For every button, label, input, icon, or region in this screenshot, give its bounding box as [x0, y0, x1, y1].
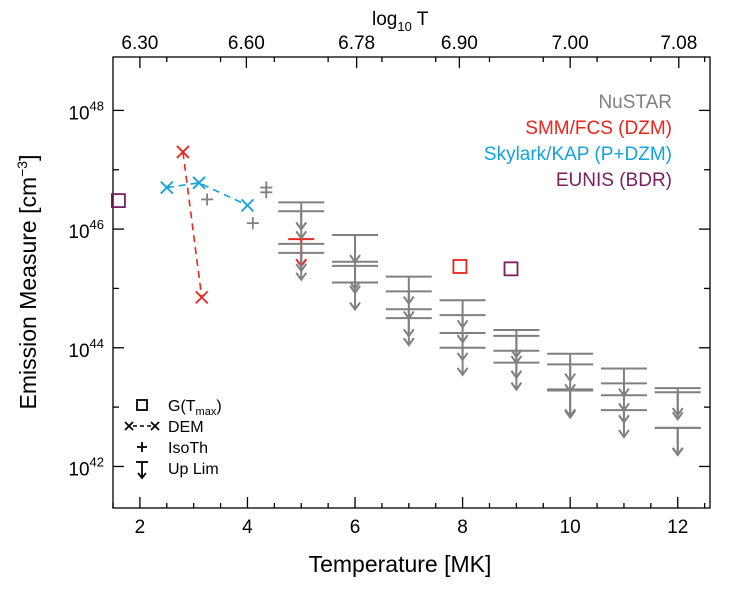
- upper-limit-marker: [439, 346, 486, 377]
- y-tick-label: 1048: [68, 98, 104, 124]
- plot-border: [112, 56, 711, 509]
- legend-plus-marker: [137, 442, 147, 452]
- legend-square-marker: [136, 399, 148, 411]
- top-tick-label: 6.90: [441, 33, 478, 54]
- upper-limit-marker: [332, 234, 379, 264]
- upper-limit-marker: [493, 361, 540, 392]
- y-tick-label: 1046: [68, 217, 104, 243]
- square-marker: [503, 261, 519, 277]
- series-nustar-plus: [201, 181, 273, 230]
- legend-entry-eunis-bdr-: EUNIS (BDR): [556, 170, 672, 191]
- x-tick-label: 10: [560, 517, 581, 538]
- top-axis-title: log10 T: [372, 9, 429, 34]
- x-marker: [240, 198, 255, 212]
- plus-marker: [246, 217, 259, 230]
- x-marker: [176, 145, 190, 159]
- upper-limit-marker: [332, 281, 379, 312]
- x-marker: [192, 176, 206, 190]
- series-smm-fcs-dzm--square: [452, 259, 468, 274]
- axis-tick-labels: 2 4 6 8 10 12 6.30 6.60 6.78 6.90 7.00 7.08 1042 1044…: [68, 33, 697, 538]
- y-tick-label: 1044: [68, 336, 104, 362]
- series-eunis-bdr--square: [110, 193, 519, 277]
- legend-entry-smm-fcs-dzm-: SMM/FCS (DZM): [525, 118, 672, 139]
- x-tick-label: 2: [135, 517, 146, 538]
- x-marker: [160, 180, 174, 195]
- legend-method-label: Up Lim: [168, 461, 219, 478]
- x-marker: [195, 290, 209, 304]
- legend-method-label: G(Tmax): [168, 398, 222, 418]
- legend-dem-marker: [124, 421, 160, 431]
- upper-limit-marker: [385, 317, 432, 347]
- axis-ticks: [112, 57, 710, 508]
- upper-limit-marker: [547, 389, 594, 420]
- square-marker: [110, 193, 126, 209]
- series-nustar-uplim: [278, 201, 701, 457]
- x-tick-label: 6: [350, 517, 361, 538]
- upper-limit-marker: [654, 391, 701, 422]
- plus-marker: [260, 186, 273, 199]
- upper-limit-marker: [278, 251, 325, 282]
- top-tick-label: 7.00: [552, 33, 589, 54]
- x-axis-title: Temperature [MK]: [309, 551, 492, 577]
- legend-upper-limit-marker: [136, 461, 148, 480]
- series-skylark-kap-p-dzm--x: [160, 176, 255, 212]
- legend-method-label: IsoTh: [168, 440, 208, 457]
- legend-method-label: DEM: [168, 419, 204, 436]
- plus-marker: [201, 193, 214, 206]
- legend-entry-nustar: NuSTAR: [598, 92, 672, 113]
- upper-limit-marker: [600, 409, 647, 439]
- plot-frame: [112, 56, 711, 509]
- y-axis-title: Emission Measure [cm−3]: [14, 155, 41, 410]
- square-marker: [452, 259, 468, 274]
- method-legend: G(Tmax)DEM IsoTh Up Lim: [124, 398, 222, 480]
- y-axis-title-superscript: −3: [14, 161, 30, 177]
- top-tick-label: 6.30: [121, 33, 158, 54]
- top-tick-label: 6.78: [338, 33, 375, 54]
- series-smm-fcs-dzm--x: [176, 145, 209, 304]
- x-tick-label: 4: [242, 517, 253, 538]
- upper-limit-marker: [654, 426, 701, 457]
- connecting-line: [182, 151, 203, 298]
- upper-limit-marker: [278, 210, 325, 241]
- upper-limit-marker: [547, 363, 594, 394]
- top-tick-label: 6.60: [228, 33, 265, 54]
- top-tick-label: 7.08: [660, 33, 697, 54]
- x-tick-label: 8: [457, 517, 468, 538]
- x-tick-label: 12: [667, 517, 688, 538]
- instrument-legend: NuSTAR SMM/FCS (DZM) Skylark/KAP (P+DZM) EU…: [484, 92, 672, 191]
- top-axis-title-subscript: 10: [397, 19, 411, 34]
- legend-entry-skylark-kap-p-dzm-: Skylark/KAP (P+DZM): [484, 144, 672, 165]
- data-marks: [110, 145, 701, 457]
- y-tick-label: 1042: [68, 454, 104, 480]
